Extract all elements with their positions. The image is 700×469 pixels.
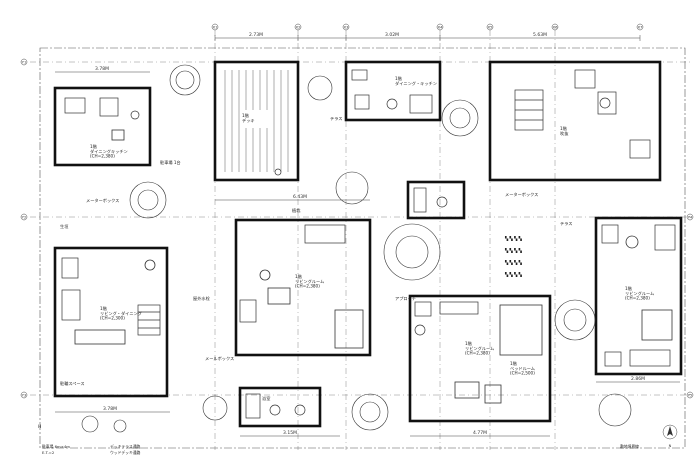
house-8: 1階リビングルーム(CH=2,380) [594,216,683,376]
site-boundary [39,47,686,449]
dim-label: 2.73M [249,32,263,38]
legend-item: デッキテラス通路 [110,444,141,449]
axis-label: X4 [438,25,443,29]
room-label: 1階リビングルーム(CH=2,380) [625,285,654,301]
axis-label: Y2 [22,215,26,219]
annotations: 駐車場 1台 メーターボックス メーターボックス 生垣 テラス テラス 屋外水栓… [60,116,572,387]
annotation: テラス [330,116,342,122]
svg-text:▚ ▚ ▚ ▚: ▚ ▚ ▚ ▚ [504,272,523,278]
legend-item: E.T.=2 [42,450,55,455]
axis-label: X5 [488,25,493,29]
corner-mark: H [38,424,41,430]
axis-label: Y4 [688,215,693,219]
axis-label: X3 [344,25,349,29]
legend-item: 敷地境界線 [620,444,639,449]
dim-label: 2.86M [631,376,645,382]
north-arrow: N [662,424,678,448]
annotation: 植栽 [292,207,301,214]
dim-label: 6.43M [293,194,307,200]
legend-item: 駐車場 6m×4m [42,444,70,449]
room-label: 1階吹抜 [560,125,569,137]
patio-seating: ▚ ▚ ▚ ▚ ▚ ▚ ▚ ▚ ▚ ▚ ▚ ▚ ▚ ▚ ▚ ▚ [504,236,523,278]
house-3: 1階ダイニング・キッチン [344,60,442,122]
annotation: 生垣 [60,223,68,229]
top-dimensions: 2.73M 3.02M 5.63M 3.78M 6.43M [55,32,641,201]
house-4: 1階吹抜 [488,60,662,182]
annotation: メールボックス [205,355,234,362]
room-label: 1階リビングルーム(CH=2,380) [295,273,324,289]
axis-label: X1 [213,25,218,29]
house-1: 1階ダイニングキッチン(CH=2,380) [53,86,152,167]
room-label: 1階リビングルーム(CH=2,380) [465,340,494,356]
room-label: 浴室 [262,395,270,402]
dim-label: 3.78M [95,66,109,72]
deck-hatch [224,70,289,172]
room-label: 1階ベッドルーム(CH=2,500) [510,360,535,376]
room-label: 1階ダイニングキッチン(CH=2,380) [90,143,128,159]
north-label: N [669,444,672,448]
dim-label: 5.63M [533,32,547,38]
bath-unit-lower: 浴室 [238,386,322,428]
room-label: 1階ダイニング・キッチン [395,75,437,87]
annotation: テラス [560,221,572,227]
annotation: アプローチ [395,296,416,302]
dim-label: 3.02M [385,32,399,38]
grid-lines [30,30,690,450]
trees [81,64,632,433]
annotation: メーターボックス [505,191,538,198]
dim-label: 3.78M [103,406,117,412]
annotation: 駐輪スペース [60,380,85,387]
svg-text:▚ ▚ ▚ ▚: ▚ ▚ ▚ ▚ [504,236,523,242]
dim-label: 4.77M [473,430,487,436]
house-6: 1階リビングルーム(CH=2,380) [234,218,372,357]
room-label: 1階デッキ [242,112,255,124]
axis-label: Y1 [22,60,26,64]
svg-text:▚ ▚ ▚ ▚: ▚ ▚ ▚ ▚ [504,260,523,266]
axis-label: X7 [638,25,643,29]
bath-unit-upper [406,180,466,220]
annotation: メーターボックス [86,197,119,204]
axis-label: X6 [553,25,558,29]
house-2: 1階デッキ [213,60,300,182]
svg-text:▚ ▚ ▚ ▚: ▚ ▚ ▚ ▚ [504,248,523,254]
bottom-legend: 駐車場 6m×4m E.T.=2 デッキテラス通路 ウッドデッキ通路 敷地境界線 [42,444,639,455]
bottom-dimensions: 3.78M 3.15M 4.77M 2.86M [55,376,680,437]
annotation: 駐車場 1台 [160,159,181,166]
room-label: 1階リビング・ダイニング(CH=2,300) [100,305,142,321]
axis-label: X2 [296,25,301,29]
house-5: 1階リビング・ダイニング(CH=2,300) [53,246,169,398]
annotation: 屋外水栓 [193,295,211,302]
house-7: 1階リビングルーム(CH=2,380) 1階ベッドルーム(CH=2,500) [408,294,552,423]
axis-markers: X1 X2 X3 X4 X5 X6 X7 Y1 Y2 Y3 Y4 Y5 [20,23,694,399]
axis-label: Y5 [688,393,692,397]
legend-item: ウッドデッキ通路 [110,450,141,455]
axis-label: Y3 [22,393,26,397]
dim-label: 3.15M [283,430,297,436]
